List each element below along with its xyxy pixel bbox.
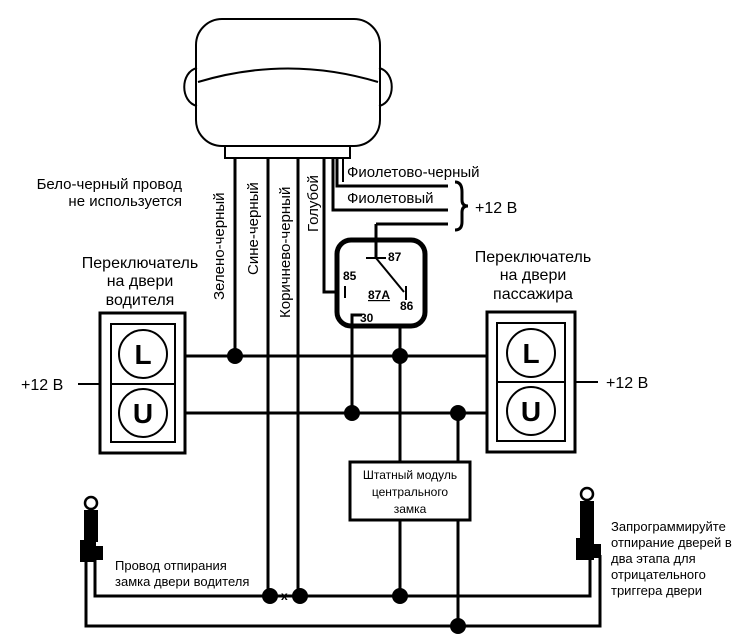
driver-unlock-letter: U (133, 398, 153, 429)
label-plus12-bracket: +12 В (475, 200, 517, 217)
driver-unlock-button[interactable] (118, 388, 168, 438)
driver-actuator-body (80, 540, 96, 562)
driver-door-actuator (80, 495, 103, 562)
junction-lock-green (227, 348, 243, 364)
relay-pin-86: 86 (400, 299, 414, 313)
note-program-line1: Запрограммируйте (611, 519, 726, 534)
junction-unlock-module (450, 405, 466, 421)
note-program-line4: отрицательного (611, 567, 706, 582)
label-violet: Фиолетовый (347, 190, 434, 207)
driver-switch-title-line3: водителя (106, 292, 175, 309)
passenger-switch-title-line1: Переключатель (475, 249, 591, 266)
driver-actuator-eye (83, 495, 99, 511)
passenger-lock-button[interactable] (506, 328, 556, 378)
module-label-line2: центрального (372, 485, 449, 499)
wire-driver-actuator-unlock (93, 555, 592, 598)
relay-pin-85: 85 (343, 269, 357, 283)
relay-pin-87: 87 (388, 250, 402, 264)
label-green-black: Зелено-черный (211, 192, 228, 300)
label-light-blue: Голубой (305, 175, 322, 232)
junction-bottom-module (392, 588, 408, 604)
cut-mark: x (281, 589, 288, 603)
label-brown-black: Коричнево-черный (277, 187, 294, 318)
wire-driver-actuator-ground (84, 555, 602, 628)
note-program-line3: два этапа для (611, 551, 696, 566)
junction-unlock-relay30 (344, 405, 360, 421)
driver-lock-letter: L (134, 339, 151, 370)
relay-switch-arm (375, 257, 405, 293)
passenger-switch-title-line2: на двери (500, 267, 567, 284)
note-program-line5: триггера двери (611, 583, 702, 598)
junction-bottom-brown-black (292, 588, 308, 604)
relay-pin-87a: 87A (368, 288, 390, 302)
label-plus12-left: +12 В (21, 377, 63, 394)
alarm-unit-left-ear (183, 67, 198, 107)
note-driver-unlock-line1: Провод отпирания (115, 558, 227, 573)
alarm-unit-connector (224, 145, 351, 159)
note-white-black-line2: не используется (68, 193, 182, 210)
passenger-lock-letter: L (522, 338, 539, 369)
note-program-line2: отпирание дверей в (611, 535, 732, 550)
driver-door-switch: L U (78, 311, 187, 455)
junction-ground-module (450, 618, 466, 634)
driver-actuator-tab (96, 546, 103, 560)
passenger-actuator-tab (594, 544, 601, 558)
driver-actuator-rod (84, 510, 98, 542)
passenger-switch-title-line3: пассажира (493, 286, 573, 303)
label-violet-black: Фиолетово-черный (347, 164, 480, 181)
passenger-unlock-letter: U (521, 396, 541, 427)
passenger-door-actuator (576, 486, 601, 560)
alarm-unit-right-ear (378, 67, 393, 107)
module-label-line3: замка (394, 502, 427, 516)
note-white-black-line1: Бело-черный провод (37, 176, 183, 193)
passenger-actuator-rod (580, 501, 594, 541)
relay-body (334, 237, 428, 329)
passenger-actuator-body (576, 538, 594, 560)
passenger-door-switch: L U (485, 310, 598, 454)
relay-pin-30: 30 (360, 311, 374, 325)
junction-bottom-blue-black (262, 588, 278, 604)
alarm-unit (183, 18, 393, 159)
relay: 87 85 87A 86 30 (334, 224, 428, 340)
junction-lock-relay (392, 348, 408, 364)
passenger-unlock-button[interactable] (506, 386, 556, 436)
alarm-unit-seam (197, 67, 379, 83)
central-lock-module (348, 460, 472, 522)
alarm-unit-body (195, 18, 381, 147)
driver-lock-button[interactable] (118, 329, 168, 379)
module-label-line1: Штатный модуль (363, 468, 457, 482)
wire-violet-black-run (335, 158, 448, 188)
label-plus12-right: +12 В (606, 375, 648, 392)
power-bracket (454, 180, 469, 232)
wire-violet-run (331, 158, 448, 212)
passenger-actuator-eye (579, 486, 595, 502)
label-blue-black: Сине-черный (245, 182, 262, 275)
driver-switch-title-line1: Переключатель (82, 255, 198, 272)
note-driver-unlock-line2: замка двери водителя (115, 574, 249, 589)
driver-switch-title-line2: на двери (107, 273, 174, 290)
